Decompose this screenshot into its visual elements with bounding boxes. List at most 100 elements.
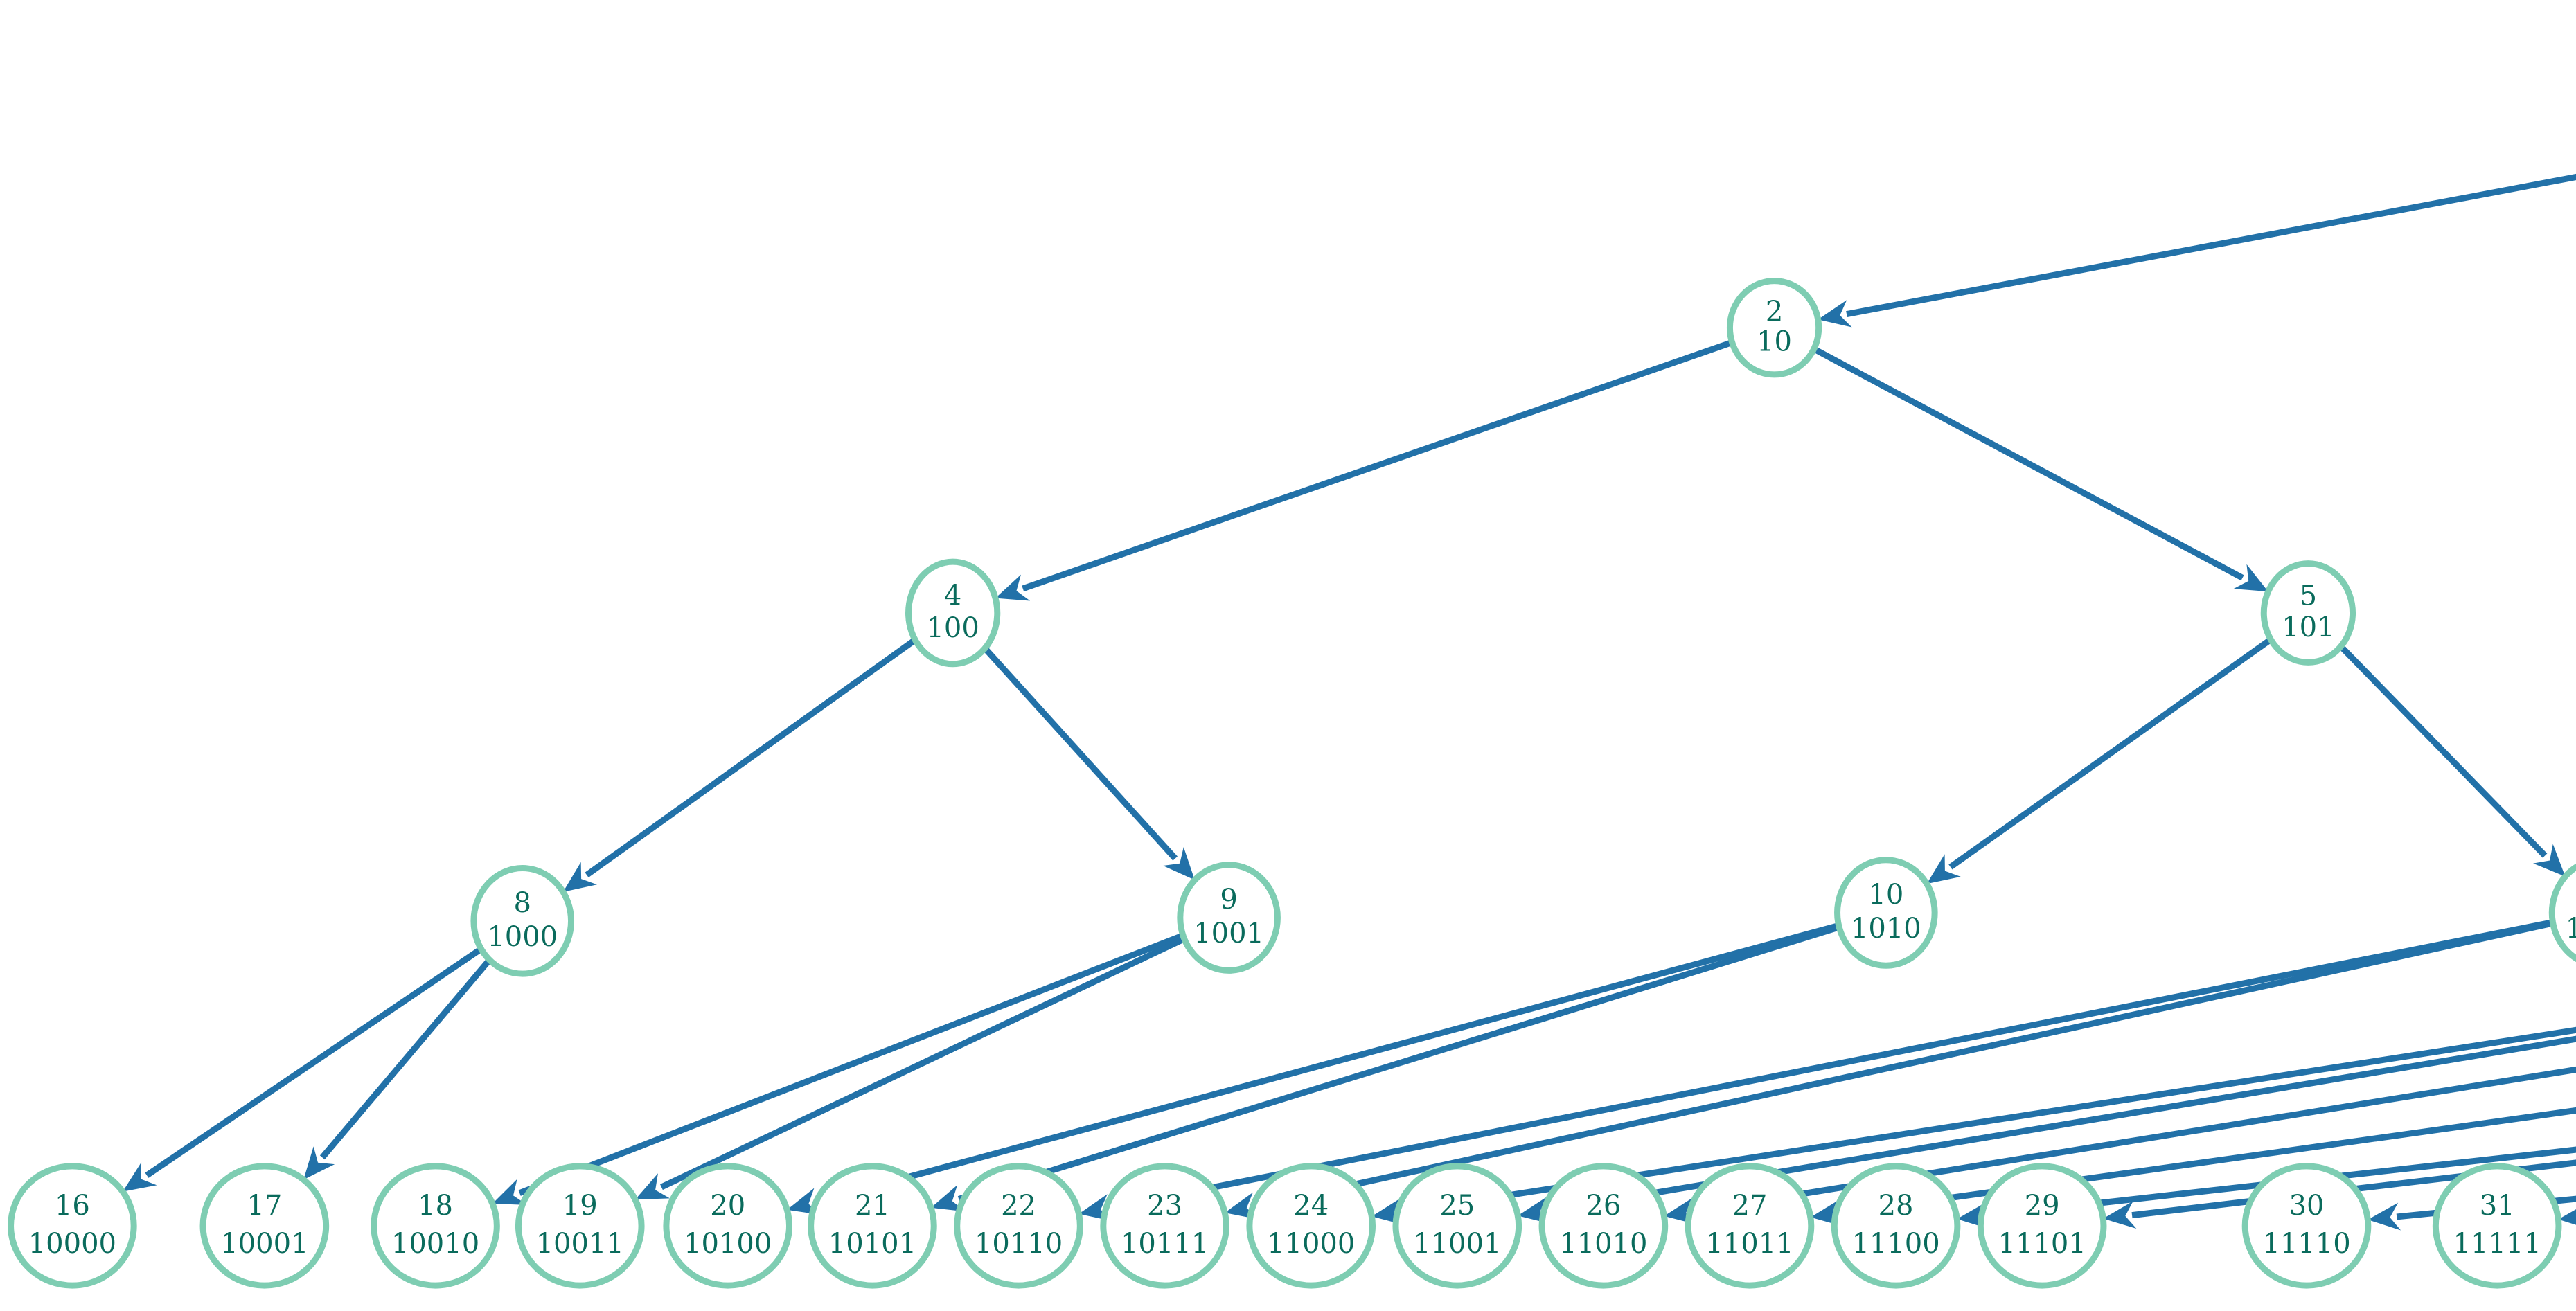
node-circle[interactable] [8, 1163, 137, 1289]
tree-edge [123, 946, 483, 1192]
node-value-label: 31 [2480, 1190, 2515, 1222]
tree-edge [931, 924, 1840, 1212]
nodes-layer: 1121031141005101611071118100091001101010… [8, 278, 2576, 1289]
node-binary-label: 10 [1757, 325, 1792, 357]
tree-node[interactable]: 19 10011 [515, 1163, 645, 1289]
tree-node[interactable]: 23 10111 [1100, 1163, 1229, 1289]
node-circle[interactable] [199, 1163, 330, 1289]
node-circle[interactable] [1246, 1163, 1376, 1289]
edge-arrowhead-icon [995, 574, 1031, 601]
edge-arrowhead-icon [492, 1179, 528, 1205]
node-circle[interactable] [663, 1163, 793, 1289]
node-circle[interactable] [1392, 1163, 1522, 1289]
tree-node[interactable]: 18 10010 [371, 1163, 500, 1289]
node-value-label: 29 [2025, 1190, 2060, 1222]
node-value-label: 24 [1293, 1190, 1329, 1222]
edge-line [585, 637, 917, 878]
node-value-label: 19 [562, 1190, 598, 1222]
node-circle[interactable] [1685, 1163, 1815, 1289]
node-circle[interactable] [1100, 1163, 1229, 1289]
tree-node[interactable]: 20 10100 [663, 1163, 793, 1289]
node-circle[interactable] [1726, 278, 1822, 378]
node-circle[interactable] [1538, 1163, 1669, 1289]
node-value-label: 4 [944, 580, 961, 612]
node-circle[interactable] [470, 865, 575, 977]
node-binary-label: 100 [926, 612, 979, 644]
edge-line [814, 922, 1840, 1206]
node-binary-label: 11001 [1413, 1228, 1501, 1260]
tree-edge [2103, 1159, 2576, 1229]
node-binary-label: 10011 [536, 1228, 624, 1260]
edge-arrowhead-icon [2558, 1209, 2576, 1225]
node-circle[interactable] [2241, 1163, 2372, 1289]
tree-node[interactable]: 111011 [2548, 860, 2576, 966]
node-circle[interactable] [1831, 1163, 1961, 1289]
edge-line [2131, 1159, 2576, 1219]
node-value-label: 18 [418, 1190, 453, 1222]
tree-edge [982, 646, 1195, 880]
node-binary-label: 11011 [1705, 1228, 1793, 1260]
edge-arrowhead-icon [2533, 844, 2566, 877]
node-value-label: 16 [55, 1190, 90, 1222]
tree-node[interactable]: 16 10000 [8, 1163, 137, 1289]
edge-line [1985, 1146, 2576, 1219]
node-circle[interactable] [1834, 857, 1938, 969]
edge-line [1106, 919, 2554, 1212]
node-circle[interactable] [1977, 1163, 2107, 1289]
node-circle[interactable] [1177, 862, 1281, 974]
node-circle[interactable] [515, 1163, 645, 1289]
node-binary-label: 1010 [1851, 913, 1921, 945]
edge-arrowhead-icon [635, 1173, 670, 1200]
node-binary-label: 10111 [1121, 1228, 1209, 1260]
edge-line [2338, 644, 2548, 858]
edge-arrowhead-icon [2233, 564, 2268, 592]
node-circle[interactable] [371, 1163, 500, 1289]
node-value-label: 25 [1439, 1190, 1475, 1222]
node-circle[interactable] [2260, 560, 2356, 666]
node-circle[interactable] [2548, 860, 2576, 966]
edge-line [1692, 1066, 2576, 1215]
node-value-label: 23 [1147, 1190, 1182, 1222]
node-value-label: 20 [710, 1190, 745, 1222]
node-circle[interactable] [2432, 1163, 2562, 1289]
node-binary-label: 101 [2282, 612, 2334, 643]
edges-layer [123, 173, 2576, 1231]
node-circle[interactable] [954, 1163, 1083, 1289]
tree-edge [303, 958, 492, 1180]
tree-edge [2368, 1195, 2576, 1231]
node-binary-label: 11100 [1851, 1228, 1939, 1260]
node-circle[interactable] [808, 1163, 937, 1289]
node-binary-label: 10100 [684, 1228, 772, 1260]
node-value-label: 17 [247, 1190, 282, 1222]
tree-node[interactable]: 210 [1726, 278, 1822, 378]
edge-line [660, 936, 1186, 1190]
edge-arrowhead-icon [562, 862, 597, 892]
node-value-label: 9 [1220, 884, 1237, 916]
node-binary-label: 10000 [28, 1228, 116, 1260]
node-value-label: 30 [2289, 1190, 2325, 1222]
edge-arrowhead-icon [123, 1162, 157, 1192]
node-value-label: 10 [1868, 879, 1903, 911]
node-binary-label: 10010 [391, 1228, 479, 1260]
edge-line [982, 646, 1178, 861]
tree-edge [492, 932, 1184, 1205]
tree-node[interactable]: 25 11001 [1392, 1163, 1522, 1289]
node-circle[interactable] [905, 558, 1001, 668]
